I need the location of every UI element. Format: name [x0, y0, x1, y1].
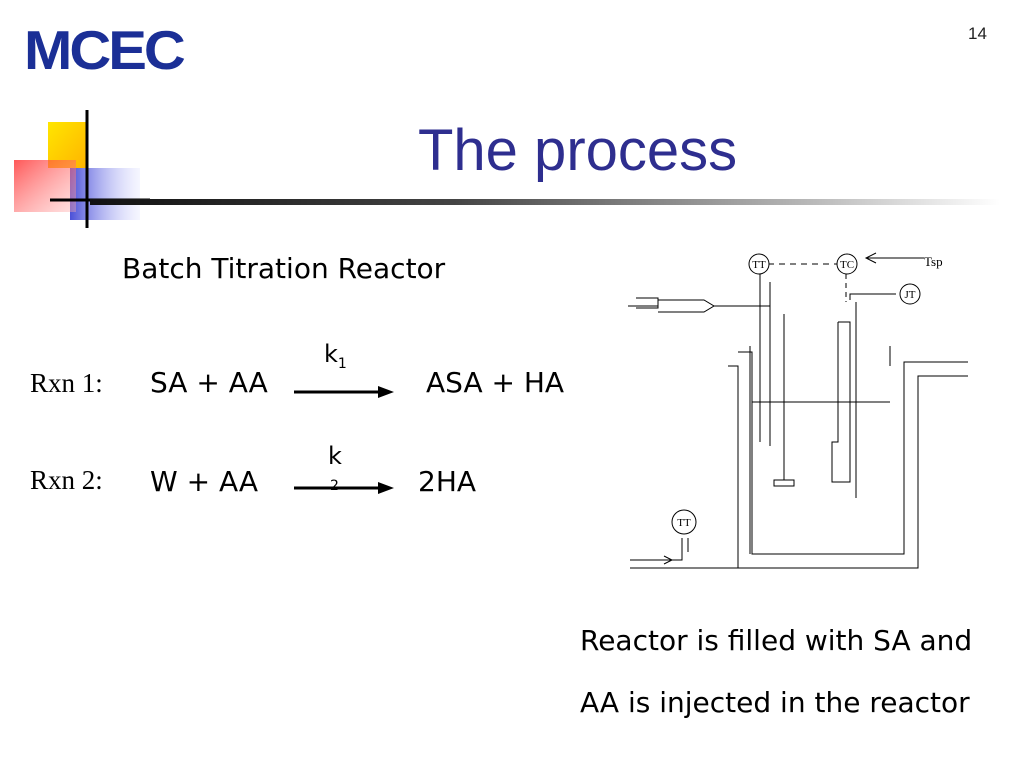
- subtitle: Batch Titration Reactor: [122, 252, 446, 285]
- rxn2-label: Rxn 2:: [30, 465, 103, 495]
- mcec-logo: MCEC: [24, 19, 186, 82]
- tc-label: TC: [840, 259, 854, 271]
- tsp-label: Tsp: [924, 254, 943, 269]
- rxn1-arrow: [294, 386, 394, 398]
- note-line-1: Reactor is filled with SA and: [580, 624, 973, 657]
- title-underline: [90, 199, 1000, 205]
- slide-title: The process: [418, 118, 738, 183]
- rxn1-rate-constant: k1: [324, 340, 347, 372]
- rxn1-label: Rxn 1:: [30, 368, 103, 398]
- decorative-squares: [14, 110, 150, 228]
- rxn2-reactants: W + AA: [150, 465, 259, 498]
- tt-bottom-label: TT: [677, 517, 691, 529]
- rxn2-products: 2HA: [418, 465, 477, 498]
- reactor-diagram: TT TC Tsp JT TT: [628, 252, 968, 569]
- rxn1-products: ASA + HA: [426, 366, 565, 399]
- jt-label: JT: [905, 289, 916, 301]
- slide-number: 14: [968, 24, 987, 43]
- rxn2-arrow: [294, 482, 394, 494]
- note-line-2: AA is injected in the reactor: [580, 686, 970, 719]
- rxn1-reactants: SA + AA: [150, 366, 268, 399]
- tt-top-label: TT: [752, 259, 766, 271]
